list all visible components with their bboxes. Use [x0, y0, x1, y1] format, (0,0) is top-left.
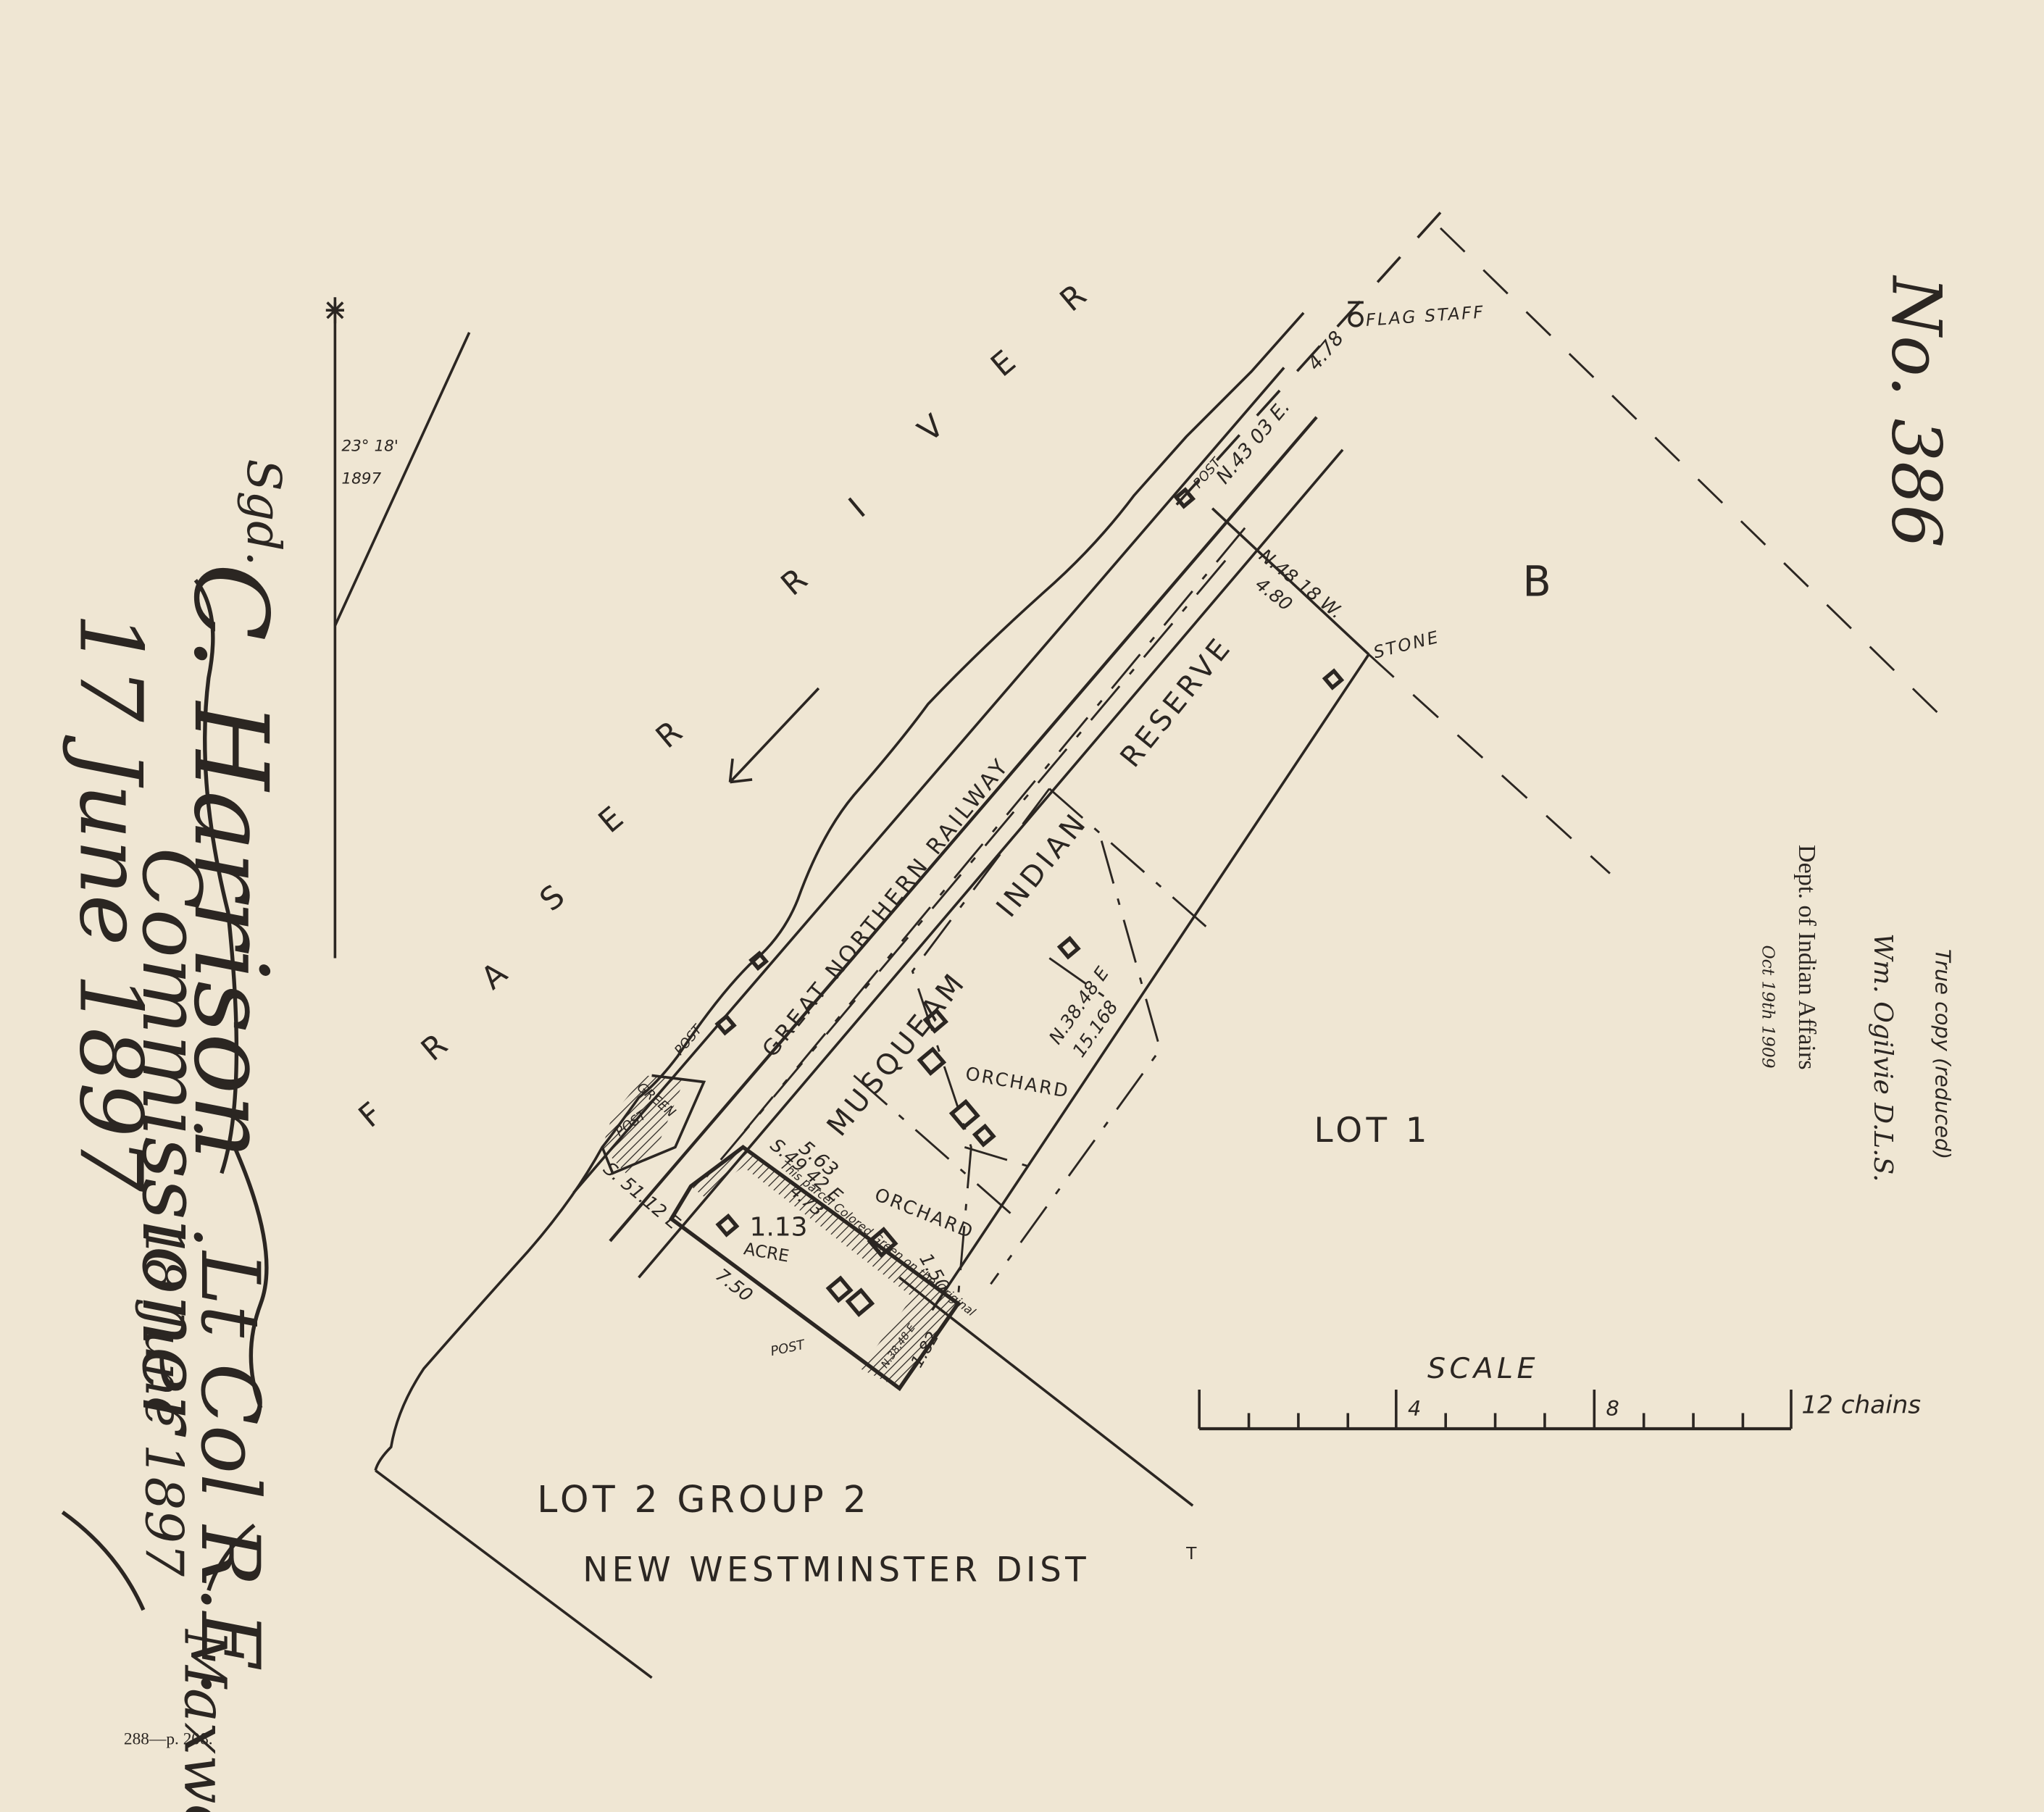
declination-year: 1897: [341, 470, 381, 488]
river-letter: R: [649, 714, 689, 756]
distance-1: 4.78: [1303, 327, 1348, 375]
page-reference: 288—p. 208.: [124, 1729, 213, 1748]
river-flow-arrow: [728, 687, 820, 784]
reserve-label-indian: INDIAN: [990, 806, 1094, 924]
flag-staff-symbol: [1348, 301, 1364, 327]
north-arrow: [325, 297, 471, 959]
river-letter: R: [1054, 277, 1093, 320]
acre-parcel: [602, 1075, 961, 1392]
bearing-1: N.43 03 E.: [1212, 396, 1295, 488]
signature-name: C. Harrison: [171, 563, 289, 1160]
river-letter: R: [775, 561, 814, 604]
river-letter: I: [842, 491, 872, 525]
river-name: F R A S E R R I V E R: [352, 277, 1093, 1135]
river-bank-notch: [601, 1074, 706, 1175]
second-signature-name: Maxwell: [171, 1628, 238, 1812]
second-signature-date: 18 June 1897: [134, 1225, 195, 1577]
river-letter: S: [533, 878, 572, 919]
scale-tick-8: 8: [1606, 1396, 1619, 1421]
river-letter: A: [475, 955, 514, 997]
scale-end-label: 12 chains: [1801, 1390, 1921, 1419]
department-name: Dept. of Indian Affairs: [1793, 845, 1820, 1070]
railway-label: GREAT NORTHERN RAILWAY: [758, 753, 1015, 1062]
reserve-label-musqueam: MUSQUEAM: [820, 965, 973, 1143]
signature-place: Commissioner: [124, 848, 218, 1437]
reserve-boundary: [375, 212, 1956, 1679]
lot-2-label: LOT 2 GROUP 2: [537, 1478, 870, 1521]
reserve-label-reserve: RESERVE: [1114, 630, 1239, 774]
declination-angle: 23° 18': [341, 438, 398, 456]
acreage-value: 1.13: [749, 1213, 807, 1243]
river-bank: [374, 312, 1305, 1471]
post-label-mid: POST: [672, 1021, 706, 1058]
distance-5: 7.50: [712, 1264, 756, 1306]
acreage-unit: ACRE: [742, 1238, 791, 1266]
river-letter: E: [984, 343, 1022, 384]
signature-rank: Lt Col R.E.: [183, 1250, 277, 1696]
orchard-boundaries: [853, 788, 1214, 1298]
signature-block: Sgd. C. Harrison Lt Col R.E. Commissione…: [60, 459, 291, 1812]
district-superscript: T: [1185, 1543, 1197, 1563]
document-number: No. 386: [1876, 275, 1955, 548]
river-letter: R: [414, 1027, 454, 1069]
flag-staff-label: FLAG STAFF: [1365, 301, 1485, 330]
district-label: NEW WESTMINSTER DIST: [583, 1551, 1090, 1590]
lot-1-label: LOT 1: [1314, 1111, 1431, 1151]
buildings: [714, 487, 1345, 1317]
stone-label: STONE: [1372, 627, 1442, 663]
orchard-label-1: ORCHARD: [964, 1063, 1071, 1102]
copy-date: Oct 19th 1909: [1758, 945, 1778, 1068]
signed-prefix: Sgd.: [236, 459, 291, 566]
colored-note: This parcel Colored Green on the Origina…: [777, 1158, 978, 1319]
true-copy-note: True copy (reduced): [1931, 949, 1956, 1159]
copy-signature: Wm. Ogilvie D.L.S.: [1868, 933, 1898, 1182]
river-letter: E: [592, 800, 630, 840]
post-label-bottom: POST: [769, 1337, 808, 1359]
signature-date: 17 June 1897: [60, 613, 160, 1193]
scale-title: SCALE: [1427, 1352, 1539, 1385]
river-letter: V: [912, 408, 951, 450]
scale-bar: [1198, 1390, 1793, 1431]
river-letter: F: [352, 1095, 389, 1135]
railway-lines: [572, 367, 1344, 1279]
scale-tick-4: 4: [1408, 1396, 1421, 1421]
signature-flourish: [61, 578, 269, 1611]
letter-b: B: [1522, 557, 1551, 606]
